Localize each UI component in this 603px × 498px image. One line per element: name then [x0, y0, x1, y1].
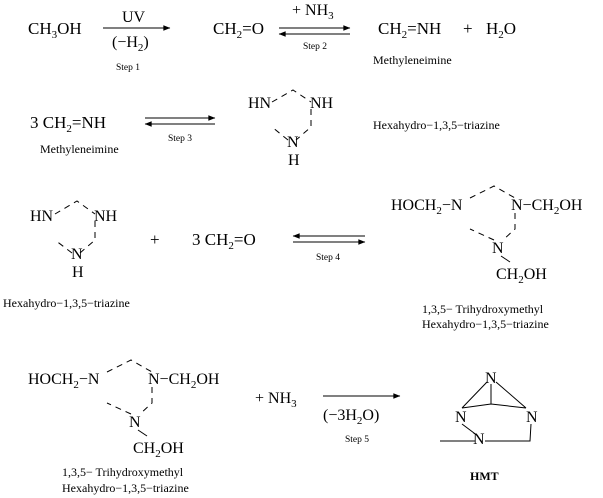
- hmt-atom-n-left: N: [455, 409, 467, 426]
- ring-atom-n: N: [71, 246, 83, 263]
- step5-condition: (−3H2O): [323, 407, 379, 427]
- methanol-formula: CH3OH: [28, 19, 82, 41]
- step5-label: Step 5: [345, 435, 369, 445]
- step3-reactant-name: Methyleneimine: [40, 142, 119, 156]
- hoch2-group: HOCH2−N: [391, 197, 463, 217]
- methyleneimine-formula: CH2=NH: [378, 19, 441, 41]
- n-ch2oh-group: N−CH2OH: [148, 371, 220, 391]
- step2-plus: +: [463, 19, 473, 38]
- methyleneimine-name: Methyleneimine: [373, 53, 452, 67]
- triazine-name-2: Hexahydro−1,3,5−triazine: [3, 296, 130, 310]
- ring-atom-hn: HN: [30, 208, 54, 225]
- ring-atom-n: N: [287, 134, 299, 151]
- hmt-label: HMT: [470, 469, 499, 483]
- hoch2-group: HOCH2−N: [28, 371, 100, 391]
- hmt-atom-n-bottom: N: [473, 431, 485, 448]
- step-2: + NH3 Step 2 CH2=NH + H2O Methyleneimine: [278, 2, 516, 67]
- triazine-ring-1: HN NH N H: [248, 89, 334, 169]
- ring-atom-n: N: [492, 240, 504, 257]
- step4-plus: +: [150, 230, 160, 249]
- step1-condition-uv: UV: [122, 9, 146, 26]
- product-name-line1: 1,3,5− Trihydroxymethyl: [422, 302, 544, 316]
- water-formula: H2O: [486, 19, 516, 41]
- ring-bonds: [469, 185, 516, 241]
- hmt-atom-n-top: N: [485, 370, 497, 387]
- step1-condition-minus-h2: (−H2): [112, 34, 149, 54]
- triazine-name-1: Hexahydro−1,3,5−triazine: [373, 118, 500, 132]
- step2-label: Step 2: [303, 42, 327, 52]
- hmt-bonds: [440, 381, 532, 442]
- ring-bonds: [54, 200, 96, 254]
- trihydroxymethyl-triazine-2: HOCH2−N N−CH2OH N CH2OH: [28, 359, 220, 460]
- ch2oh-group: CH2OH: [496, 266, 547, 286]
- ring-atom-h: H: [288, 152, 300, 169]
- n-ch2oh-bond: [500, 255, 511, 263]
- step5-reagent-nh3: + NH3: [255, 390, 297, 410]
- formaldehyde-formula: CH2=O: [213, 19, 264, 41]
- triazine-ring-2: HN NH N H: [30, 200, 118, 281]
- n-ch2oh-group: N−CH2OH: [511, 197, 583, 217]
- ring-atom-n: N: [129, 414, 141, 431]
- step-3: 3 CH2=NH Methyleneimine Step 3 HN NH N H…: [30, 89, 500, 169]
- ring-bonds: [271, 89, 312, 141]
- ring-atom-nh: NH: [310, 95, 334, 112]
- trihydroxymethyl-triazine-1: HOCH2−N N−CH2OH N CH2OH: [391, 185, 583, 286]
- ring-atom-nh: NH: [94, 208, 118, 225]
- step-4: HN NH N H Hexahydro−1,3,5−triazine + 3 C…: [3, 185, 583, 331]
- hmt-atom-n-right: N: [526, 409, 538, 426]
- ring-bonds: [106, 359, 153, 415]
- hmt-structure: N N N N: [440, 370, 538, 448]
- reactant-name-line1: 1,3,5− Trihydroxymethyl: [62, 465, 184, 479]
- step4-label: Step 4: [316, 253, 340, 263]
- reactant-name-line2: Hexahydro−1,3,5−triazine: [62, 481, 189, 495]
- step2-reagent-nh3: + NH3: [292, 2, 334, 22]
- ring-atom-h: H: [72, 264, 84, 281]
- step-5: HOCH2−N N−CH2OH N CH2OH 1,3,5− Trihydrox…: [28, 359, 538, 495]
- step1-label: Step 1: [116, 63, 140, 73]
- product-name-line2: Hexahydro−1,3,5−triazine: [422, 317, 549, 331]
- step-1: CH3OH UV (−H2) Step 1 CH2=O: [28, 9, 264, 73]
- n-ch2oh-bond: [137, 429, 148, 437]
- ring-atom-hn: HN: [248, 95, 272, 112]
- step3-reactant-formula: 3 CH2=NH: [30, 113, 106, 135]
- ch2oh-group: CH2OH: [133, 440, 184, 460]
- step3-label: Step 3: [168, 134, 192, 144]
- step4-formaldehyde: 3 CH2=O: [192, 230, 256, 252]
